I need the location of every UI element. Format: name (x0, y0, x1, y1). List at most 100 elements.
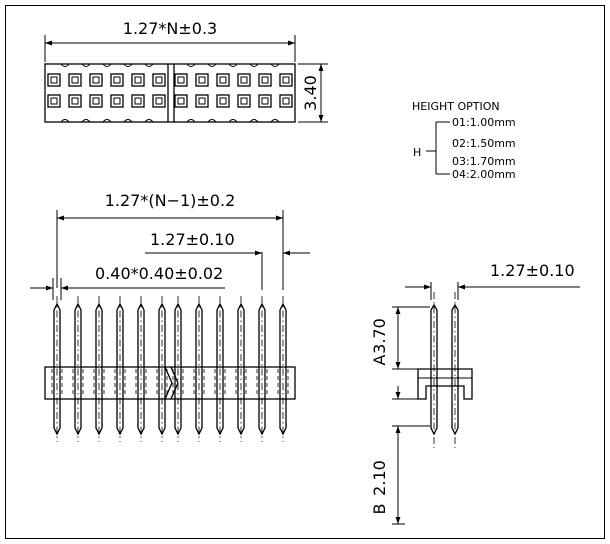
top-pin-pad (89, 94, 103, 108)
top-edge-notch (270, 119, 280, 123)
top-edge-notch (228, 119, 238, 123)
top-pin-pad (216, 94, 230, 108)
top-pin-pad (110, 73, 124, 87)
front-pin (174, 302, 182, 436)
top-pin-pad-inner (92, 76, 100, 84)
top-edge-notch (144, 119, 154, 123)
height-option-1: 01:1.00mm (452, 116, 516, 129)
top-pin-pad (174, 73, 188, 87)
top-pin-pad (110, 94, 124, 108)
height-option-table: HEIGHT OPTION H 01:1.00mm 02:1.50mm 03:1… (412, 100, 516, 181)
top-edge-notch (186, 119, 196, 123)
top-pin-pad (258, 94, 272, 108)
top-pin-pad-inner (261, 76, 269, 84)
top-pin-pad-inner (113, 97, 121, 105)
height-symbol: H (413, 146, 421, 159)
top-pin-pad-inner (219, 97, 227, 105)
top-pin-pad-inner (240, 76, 248, 84)
top-pin-pad (152, 94, 166, 108)
top-edge-notch (60, 63, 70, 67)
height-option-3: 03:1.70mm (452, 155, 516, 168)
top-pin-pad (216, 73, 230, 87)
front-span-dimension: 1.27*(N−1)±0.2 (105, 191, 236, 210)
side-housing (417, 368, 473, 400)
top-pin-pad-inner (198, 76, 206, 84)
top-pin-pad-inner (282, 97, 290, 105)
top-pin-pad (258, 73, 272, 87)
top-edge-notch (186, 63, 196, 67)
front-pin (137, 302, 145, 436)
top-pin-pad-inner (219, 76, 227, 84)
top-pin-pad (237, 94, 251, 108)
top-pin-pad (279, 73, 293, 87)
front-pins (53, 296, 287, 442)
side-b-label: B (370, 504, 389, 515)
top-pin-pad-inner (177, 76, 185, 84)
top-pin-pad-inner (92, 97, 100, 105)
front-pin (258, 302, 266, 436)
top-pin-pad (68, 94, 82, 108)
side-a-dimension: 3.70 (370, 318, 389, 354)
side-a-label: A (370, 354, 389, 365)
top-edge-notch (207, 63, 217, 67)
top-pin-pad (237, 73, 251, 87)
front-view: 1.27*(N−1)±0.2 1.27±0.10 0.40*0.40±0.02 (30, 191, 310, 442)
top-pin-pad-inner (113, 76, 121, 84)
top-pin-pad (195, 94, 209, 108)
top-pin-pad (47, 94, 61, 108)
front-pin (95, 302, 103, 436)
side-pin-right (451, 303, 459, 436)
top-pin-pad (131, 73, 145, 87)
top-pin-pad-inner (240, 97, 248, 105)
front-housing (44, 366, 296, 400)
top-pin-pad-inner (50, 97, 58, 105)
top-view: 1.27*N±0.3 3.40 (44, 19, 328, 123)
top-pin-pad (195, 73, 209, 87)
side-view: 1.27±0.10 3.70 A 2.10 B (370, 261, 580, 525)
top-pin-pad-inner (71, 76, 79, 84)
top-edge-notch (123, 119, 133, 123)
top-edge-notch (102, 119, 112, 123)
top-height-dimension: 3.40 (301, 75, 320, 111)
front-pin-size-dimension: 0.40*0.40±0.02 (95, 264, 223, 283)
top-edge-notch (249, 119, 259, 123)
front-pin (116, 302, 124, 436)
top-pin-pad-inner (177, 97, 185, 105)
front-pin (74, 302, 82, 436)
front-pin (237, 302, 245, 436)
top-pin-pad-inner (155, 97, 163, 105)
top-edge-notch (81, 63, 91, 67)
top-pin-pad-inner (282, 76, 290, 84)
front-pin (195, 302, 203, 436)
top-pin-pad (152, 73, 166, 87)
front-pin (53, 302, 61, 436)
top-pin-pads (47, 63, 293, 123)
top-edge-notch (207, 119, 217, 123)
front-housing-pin-slots (51, 369, 289, 397)
side-pitch-dimension: 1.27±0.10 (490, 261, 575, 280)
top-pin-pad-inner (261, 97, 269, 105)
top-edge-notch (81, 119, 91, 123)
front-pitch-dimension: 1.27±0.10 (150, 230, 235, 249)
top-edge-notch (60, 119, 70, 123)
top-width-dimension: 1.27*N±0.3 (123, 19, 217, 38)
height-option-2: 02:1.50mm (452, 137, 516, 150)
top-header-outline (44, 63, 296, 123)
front-pin (279, 302, 287, 436)
top-edge-notch (228, 63, 238, 67)
front-pin (158, 302, 166, 436)
top-pin-pad-inner (50, 76, 58, 84)
top-pin-pad (131, 94, 145, 108)
top-pin-pad (47, 73, 61, 87)
top-pin-pad-inner (134, 76, 142, 84)
top-edge-notch (249, 63, 259, 67)
top-edge-notch (270, 63, 280, 67)
top-pin-pad (89, 73, 103, 87)
side-pin-left (430, 303, 438, 436)
top-pin-pad (68, 73, 82, 87)
side-b-dimension: 2.10 (370, 460, 389, 496)
top-pin-pad (279, 94, 293, 108)
drawing-border (5, 5, 605, 539)
top-pin-pad-inner (198, 97, 206, 105)
